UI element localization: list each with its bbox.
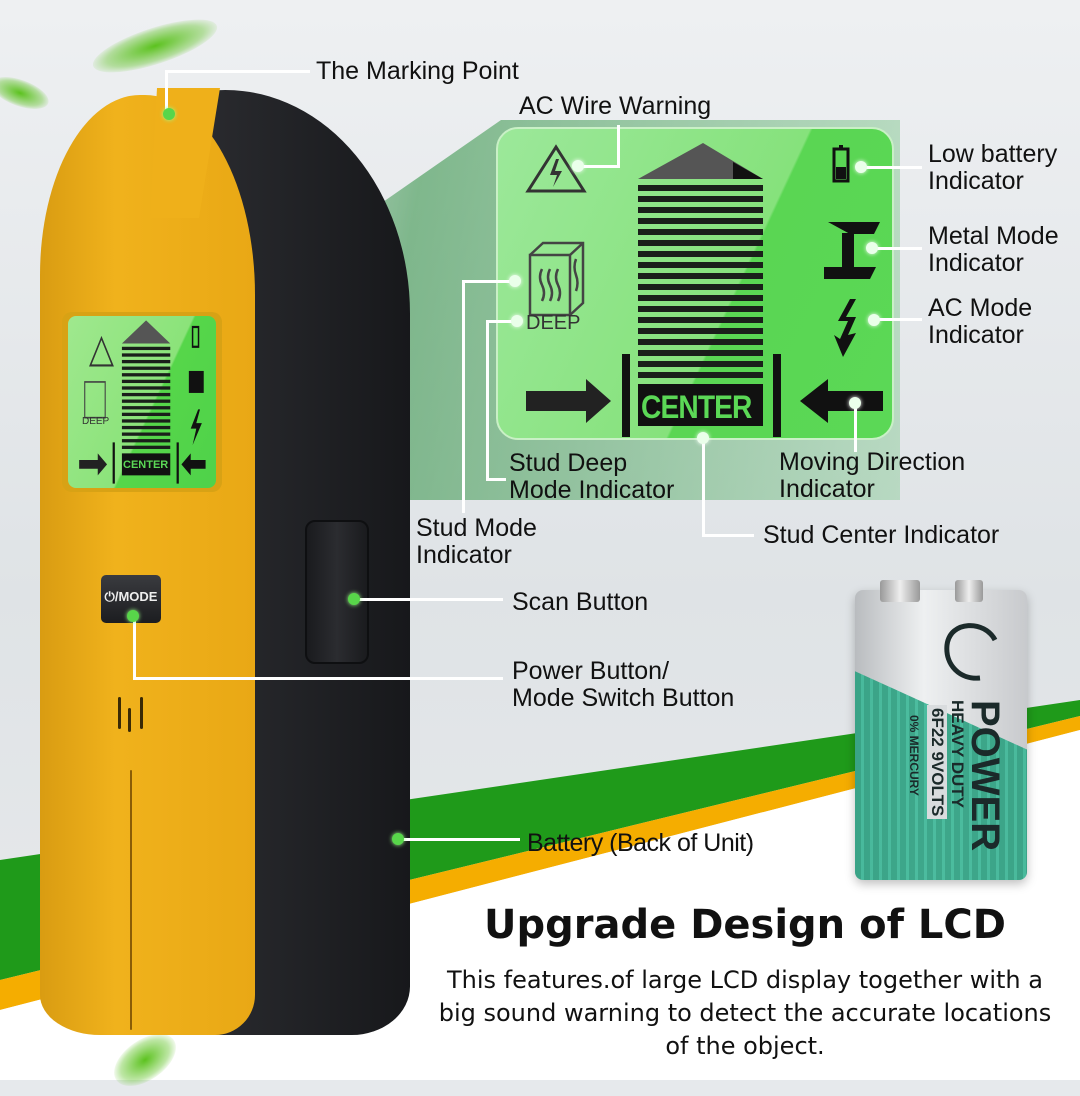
label-scan-button: Scan Button — [512, 588, 649, 616]
marker-dot — [697, 432, 709, 444]
leader-scan-button — [358, 598, 503, 601]
marker-dot — [392, 833, 404, 845]
leader-battery — [398, 838, 520, 841]
leader-low-battery — [860, 166, 922, 169]
metal-beam-icon — [824, 222, 880, 279]
speaker-grille — [140, 697, 143, 729]
battery-line3: 0% MERCURY — [907, 715, 921, 796]
leader-marking-point — [165, 70, 310, 73]
signal-bars — [638, 185, 763, 378]
lcd-enlarged-view: DEEP CENTER — [496, 127, 894, 440]
leader-ac-wire — [580, 165, 620, 168]
speaker-grille — [118, 697, 121, 729]
label-power-button: Power Button/Mode Switch Button — [512, 657, 735, 712]
marker-dot — [866, 242, 878, 254]
lightning-icon — [834, 299, 856, 357]
leader-power-button — [133, 616, 136, 679]
arrow-left-icon — [800, 379, 883, 423]
leader-moving-direction — [854, 402, 857, 452]
device-body-front — [40, 95, 255, 1035]
leader-stud-mode — [462, 280, 517, 283]
leader-ac-wire — [617, 125, 620, 167]
leader-ac-mode — [872, 318, 922, 321]
leader-stud-center — [702, 534, 754, 537]
lcd-mini-center-label: CENTER — [123, 459, 169, 471]
marker-dot — [868, 314, 880, 326]
stud-box-icon — [528, 241, 585, 317]
label-marking-point: The Marking Point — [316, 57, 519, 85]
leader-metal-mode — [870, 247, 922, 250]
speaker-grille — [128, 708, 131, 732]
lcd-graphics — [525, 143, 883, 437]
headline: Upgrade Design of LCD — [484, 902, 1006, 948]
battery-terminal — [880, 580, 920, 602]
lcd-mini-graphics — [79, 320, 206, 484]
marker-dot — [163, 108, 175, 120]
battery-terminal — [955, 580, 983, 602]
lcd-deep-label: DEEP — [526, 312, 581, 334]
battery-line1: HEAVY DUTY — [948, 700, 967, 809]
leader-stud-deep — [486, 478, 506, 481]
leader-power-button — [133, 677, 503, 680]
battery-9v: POWER HEAVY DUTY 6F22 9VOLTS 0% MERCURY — [855, 590, 1027, 880]
power-mode-label: ⏻/MODE — [104, 589, 158, 604]
leader-stud-deep — [486, 320, 516, 323]
description: This features.of large LCD display toget… — [438, 966, 1052, 1060]
lcd-center-label: CENTER — [641, 389, 752, 425]
battery-line2: 6F22 9VOLTS — [927, 705, 947, 820]
marker-dot — [127, 610, 139, 622]
arrow-right-icon — [526, 379, 611, 423]
leader-stud-deep — [486, 320, 489, 480]
warning-triangle-icon — [525, 144, 587, 193]
battery-brand: POWER — [963, 700, 1007, 852]
battery-logo-icon — [944, 623, 998, 681]
lcd-mini-deep-label: DEEP — [82, 416, 110, 427]
low-battery-icon — [832, 145, 850, 183]
leader-marking-point — [165, 70, 168, 112]
scan-button[interactable] — [305, 520, 369, 664]
body-seam — [130, 770, 132, 1030]
marker-dot — [572, 160, 584, 172]
marker-dot — [509, 275, 521, 287]
marker-dot — [348, 593, 360, 605]
label-ac-wire-warning: AC Wire Warning — [519, 92, 712, 120]
marker-dot — [511, 315, 523, 327]
leader-stud-center — [702, 440, 705, 536]
label-battery: Battery (Back of Unit) — [527, 829, 754, 857]
device-lcd-screen: DEEP CENTER — [68, 316, 216, 488]
marker-dot — [849, 397, 861, 409]
marker-dot — [855, 161, 867, 173]
leader-stud-mode — [462, 280, 465, 513]
label-stud-center: Stud Center Indicator — [763, 521, 1000, 549]
